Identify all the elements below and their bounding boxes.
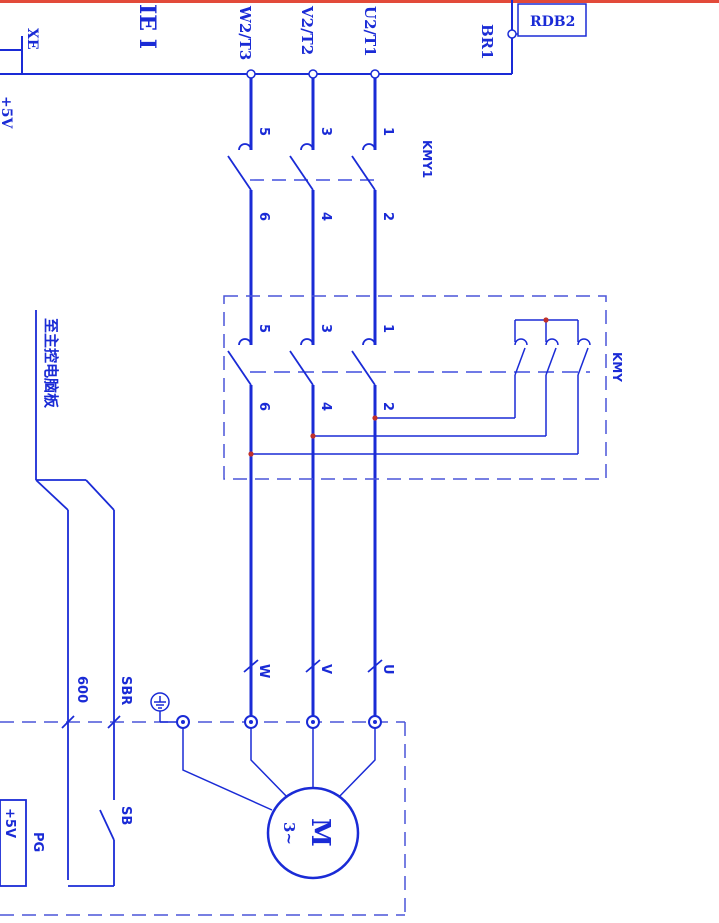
terminal-u-label: U: [380, 664, 395, 675]
terminal-marks: [243, 659, 383, 673]
kmy1-label: KMY1: [420, 140, 434, 178]
kmy-star-contacts: [251, 319, 591, 455]
kmy1-pin-6: 6: [256, 212, 271, 221]
motor-label: M: [305, 818, 335, 847]
pg-box: [0, 799, 27, 887]
ground-icon: [150, 692, 177, 723]
kmy-contacts: [227, 338, 376, 386]
kmy1-contacts: [227, 143, 376, 191]
kmy-pin-1: 1: [380, 324, 395, 333]
w2t3-label: W2/T3: [236, 5, 254, 60]
pg-label: PG: [30, 832, 45, 852]
kmy1-pin-3: 3: [318, 127, 333, 136]
kmy1-pin-5: 5: [256, 127, 271, 136]
cable-terminal-marks: [61, 715, 121, 729]
terminal-w-label: W: [256, 664, 271, 678]
kmy1-pin-4: 4: [318, 212, 333, 221]
phase-lines: [249, 74, 377, 722]
u2t1-label: U2/T1: [361, 6, 379, 57]
kmy-pin-6: 6: [256, 402, 271, 411]
v2t2-label: V2/T2: [298, 5, 316, 55]
sb-label: SB: [118, 806, 133, 825]
bottom-terminal-dots: [181, 720, 377, 724]
xe-label: XE: [24, 28, 40, 50]
kmy1-pin-1: 1: [380, 127, 395, 136]
br1-label: BR1: [478, 24, 496, 60]
rdb2-label: RDB2: [530, 14, 575, 30]
terminal-v-label: V: [318, 664, 333, 674]
kmy-pin-3: 3: [318, 324, 333, 333]
kmy-pin-5: 5: [256, 324, 271, 333]
kmy-junctions: [248, 317, 549, 457]
motor-icon: [266, 786, 360, 880]
br1-terminal: [507, 29, 517, 39]
kmy1-pin-2: 2: [380, 212, 395, 221]
plus5v-bottom-label: +5V: [2, 808, 17, 838]
kmy-pin-2: 2: [380, 402, 395, 411]
board-cable: [35, 310, 115, 887]
ie-label: IE I: [134, 4, 160, 49]
motor-sub-label: 3~: [280, 822, 298, 845]
kmy-box: [223, 295, 607, 480]
plus5v-top-label: +5V: [0, 96, 14, 129]
motor-wires: [182, 728, 376, 811]
kmy-pin-4: 4: [318, 402, 333, 411]
kmy-label: KMY: [610, 352, 624, 382]
rdb2-box: [517, 3, 587, 37]
inverter-frame: [0, 0, 513, 75]
sbr-label: SBR: [118, 676, 133, 705]
top-border: [0, 0, 719, 3]
t600-label: 600: [74, 676, 89, 703]
top-terminals: [246, 69, 380, 79]
board-label: 至主控电脑板: [42, 318, 60, 409]
